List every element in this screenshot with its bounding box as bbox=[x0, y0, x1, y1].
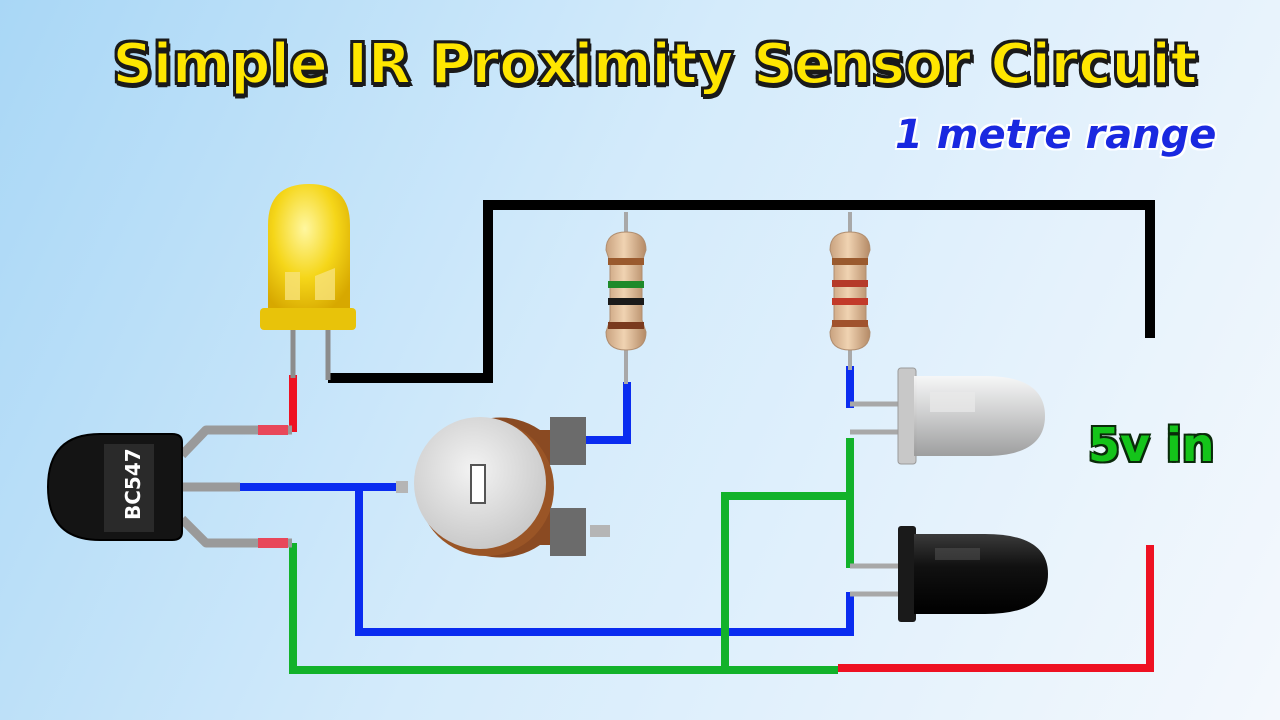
wire-black bbox=[328, 200, 1155, 383]
yellow-led bbox=[260, 184, 356, 380]
transistor-label: BC547 bbox=[121, 448, 145, 520]
wire-red bbox=[838, 545, 1154, 672]
wire-blue-bottom bbox=[355, 487, 854, 636]
resistor-2 bbox=[829, 212, 871, 370]
ir-led-clear bbox=[850, 367, 1045, 465]
wire-blue-pot bbox=[585, 382, 631, 444]
wire-green-ground bbox=[289, 543, 838, 674]
page-title: Simple IR Proximity Sensor Circuit bbox=[112, 31, 1199, 98]
transistor-bc547: BC547 bbox=[46, 425, 292, 548]
ir-photodiode-black bbox=[850, 526, 1048, 622]
resistor-1 bbox=[605, 212, 647, 384]
wire-green-branch bbox=[721, 492, 850, 670]
range-subtitle: 1 metre range bbox=[895, 112, 1217, 158]
potentiometer bbox=[396, 417, 610, 558]
supply-label: 5v in bbox=[1088, 418, 1215, 472]
